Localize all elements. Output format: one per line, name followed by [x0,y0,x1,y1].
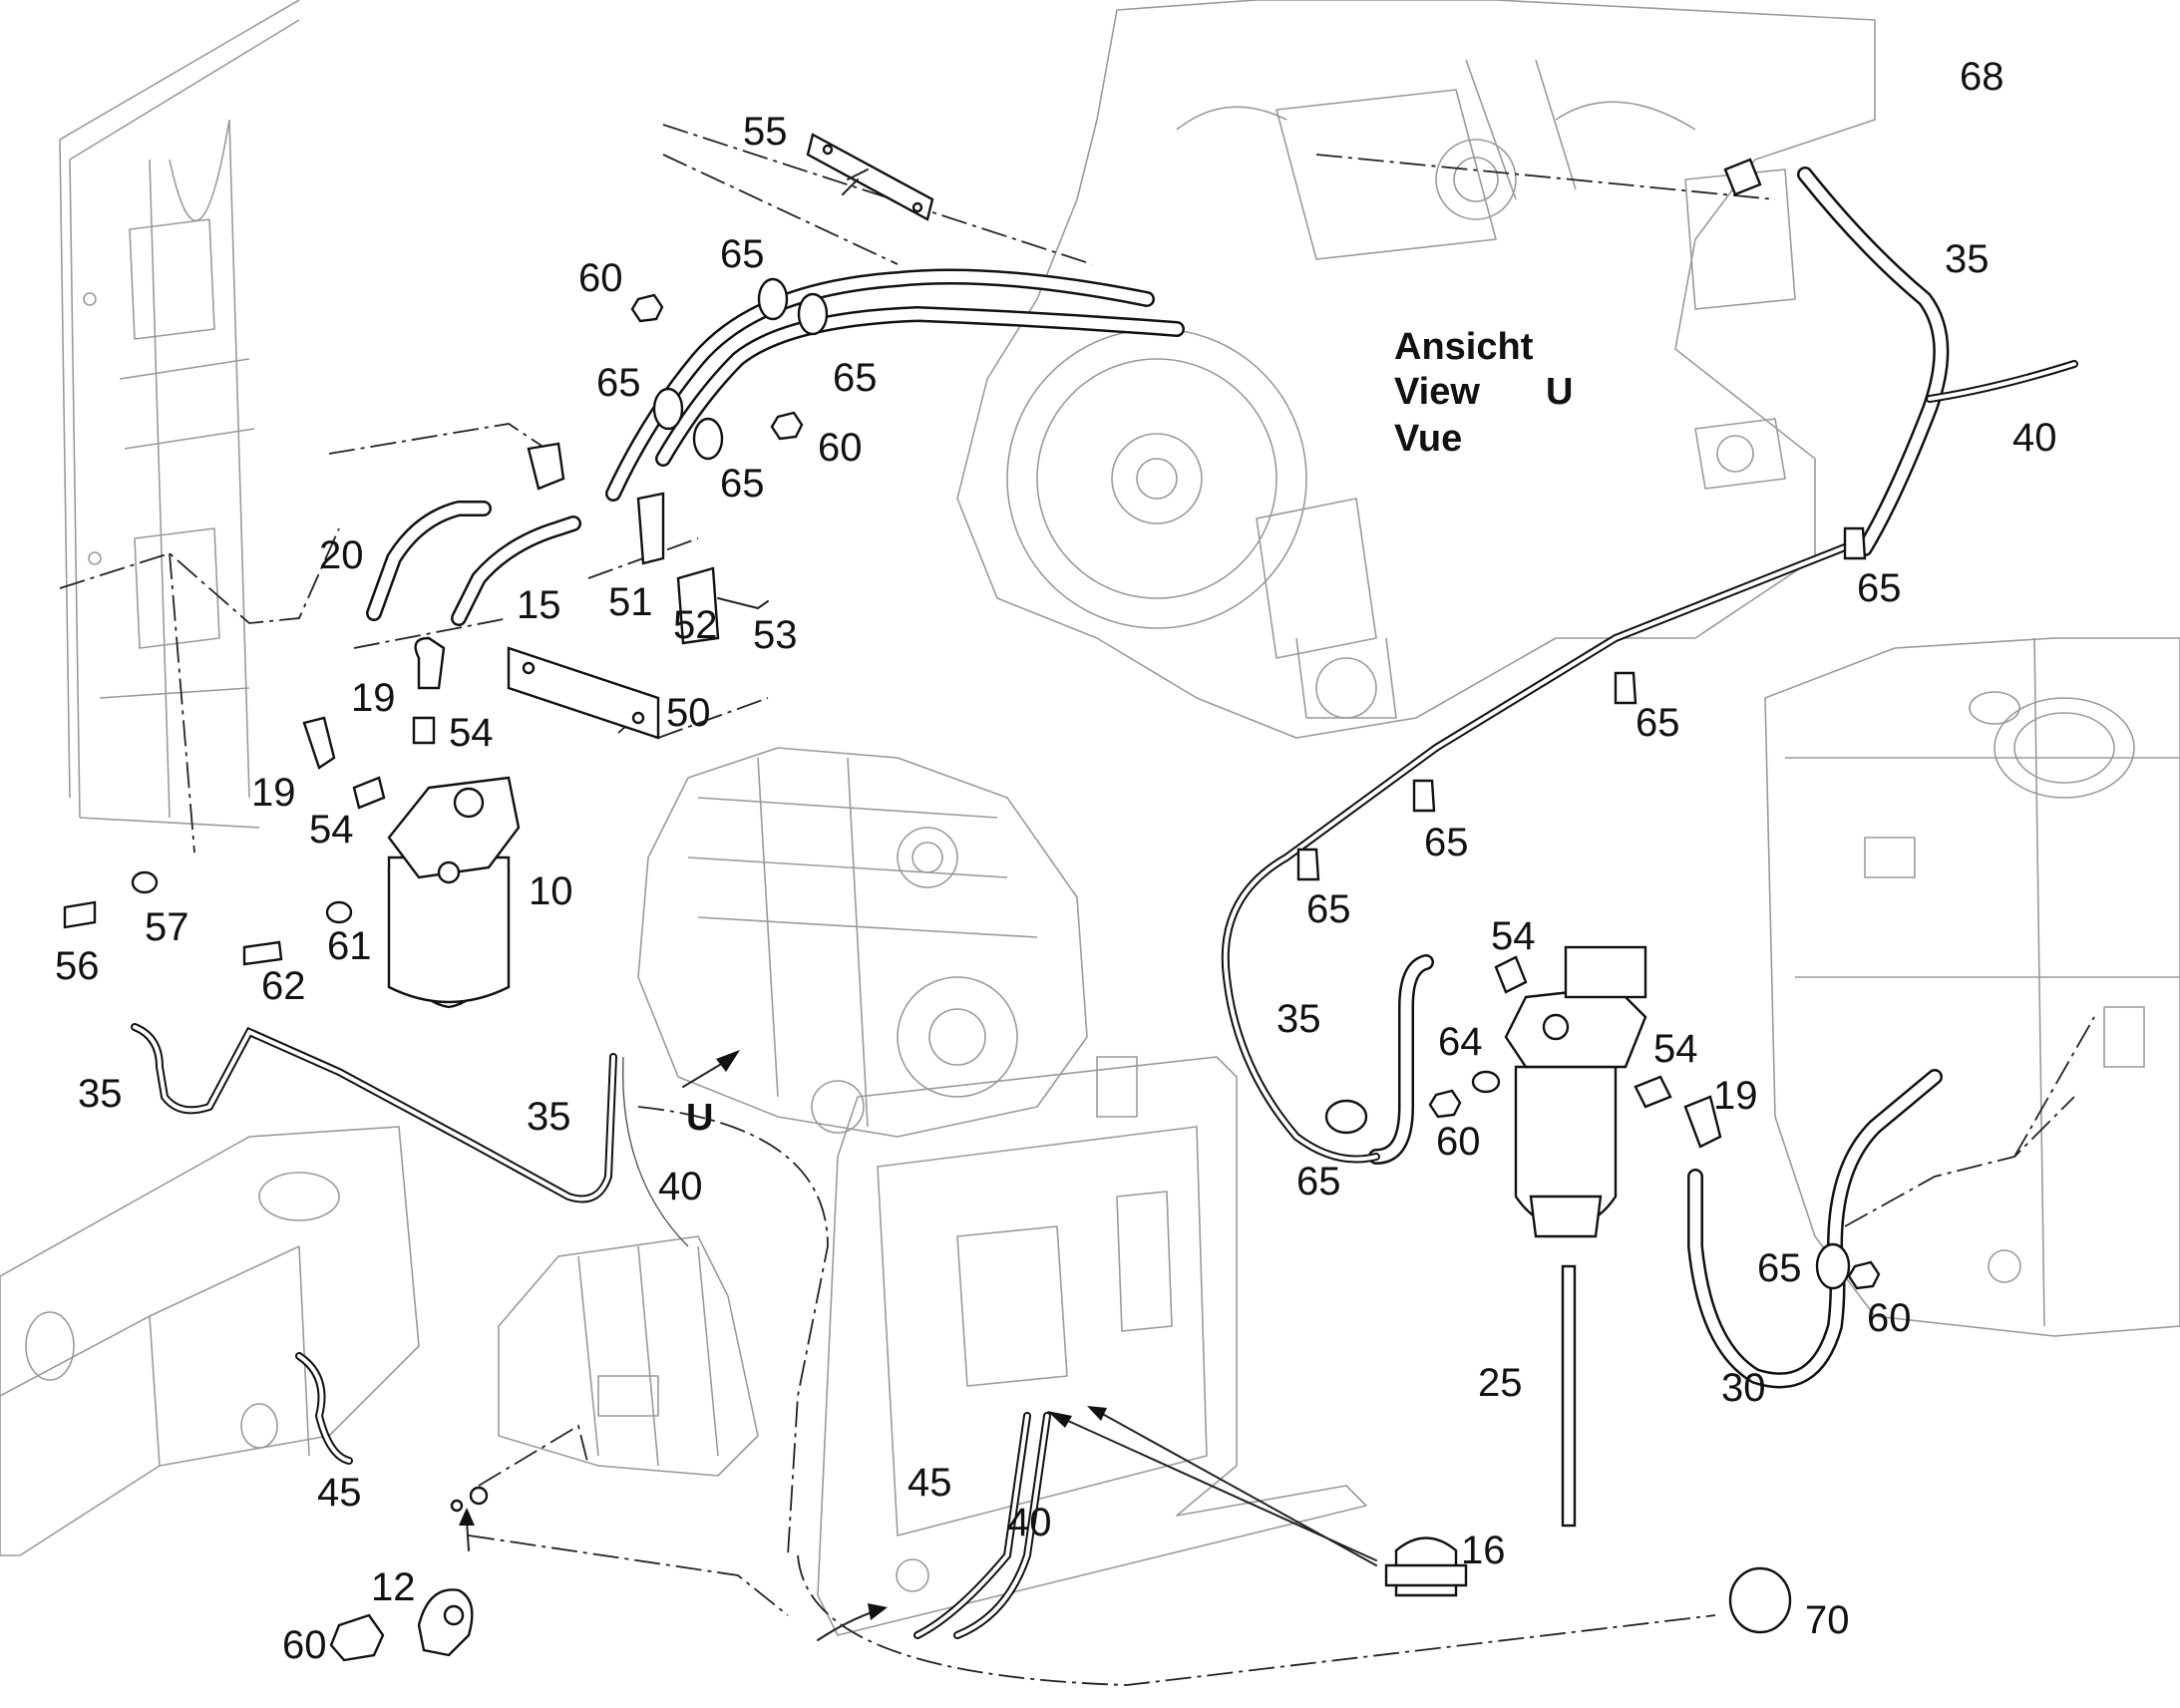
callout-51: 51 [608,580,653,624]
callout-64: 64 [1438,1020,1483,1064]
fittings [63,158,1881,1662]
fuel-filter-right [1504,945,1647,1238]
callout-12: 12 [371,1565,416,1609]
callout-52: 52 [673,603,718,647]
view-arrow-head [716,1050,740,1072]
callout-65: 65 [1296,1160,1341,1203]
callout-57: 57 [145,905,189,949]
right-frame [1764,637,2180,1337]
callout-54: 54 [1491,914,1536,958]
view-label-line1: Ansicht [1394,326,1534,368]
callout-19: 19 [251,771,296,815]
callout-68: 68 [1960,55,2004,99]
callout-10: 10 [529,869,573,913]
callout-65: 65 [1635,701,1680,745]
hoses [366,167,1950,1389]
callout-35: 35 [78,1072,123,1116]
callout-60: 60 [282,1623,327,1667]
callout-45: 45 [317,1471,362,1515]
callout-54: 54 [1653,1027,1698,1071]
clamps [652,277,1867,1290]
callout-40: 40 [658,1165,703,1208]
radiator-assembly [817,1056,1367,1636]
view-label-box [1381,314,1611,474]
view-label-line2-view: View [1394,371,1480,413]
callout-19: 19 [351,676,396,720]
callout-53: 53 [753,613,798,657]
callout-35: 35 [527,1095,571,1139]
view-label-line2-u: U [1546,371,1573,413]
callout-65: 65 [1424,821,1469,864]
engine-top [956,0,1876,739]
callout-30: 30 [1721,1366,1766,1410]
callout-19: 19 [1713,1074,1758,1118]
callout-65: 65 [1757,1246,1802,1290]
callout-65: 65 [1306,887,1351,931]
clamp-parts-51-53 [527,442,769,645]
callout-61: 61 [327,924,372,968]
callout-35: 35 [1276,997,1321,1041]
engine-middle [637,747,1088,1138]
bracket-55 [806,133,934,221]
callout-65: 65 [596,361,641,405]
callout-54: 54 [449,711,494,755]
callout-60: 60 [1867,1296,1912,1340]
arrows [459,1050,1377,1641]
callout-35: 35 [1945,237,1990,281]
callout-20: 20 [319,533,364,577]
alignment-lines [59,124,2095,1686]
callout-60: 60 [818,426,863,470]
fuel-filter-left [387,776,521,1009]
view-arrow-label: U [686,1097,713,1139]
callout-50: 50 [666,691,711,735]
hydraulic-block [498,1235,759,1477]
callout-40: 40 [1007,1501,1052,1544]
callout-54: 54 [309,808,354,852]
callout-62: 62 [261,964,306,1008]
callout-65: 65 [1857,566,1902,610]
callout-65: 65 [833,356,878,400]
pipes [131,360,2078,1639]
callout-56: 56 [55,944,100,988]
callout-16: 16 [1461,1529,1506,1572]
callout-25: 25 [1478,1361,1523,1405]
callout-60: 60 [578,256,623,300]
bracket-50 [507,646,660,740]
callout-65: 65 [720,462,765,506]
callout-60: 60 [1436,1120,1481,1164]
callout-70: 70 [1805,1598,1850,1642]
callout-15: 15 [517,583,561,627]
callout-65: 65 [720,232,765,276]
callout-55: 55 [743,110,788,154]
callout-40: 40 [2012,416,2057,460]
view-label-line3: Vue [1394,418,1462,460]
callout-45: 45 [908,1461,952,1505]
callouts: 68 55 65 60 65 65 60 65 35 40 20 15 51 5… [55,55,2057,1667]
left-frame-bracket [59,0,300,829]
